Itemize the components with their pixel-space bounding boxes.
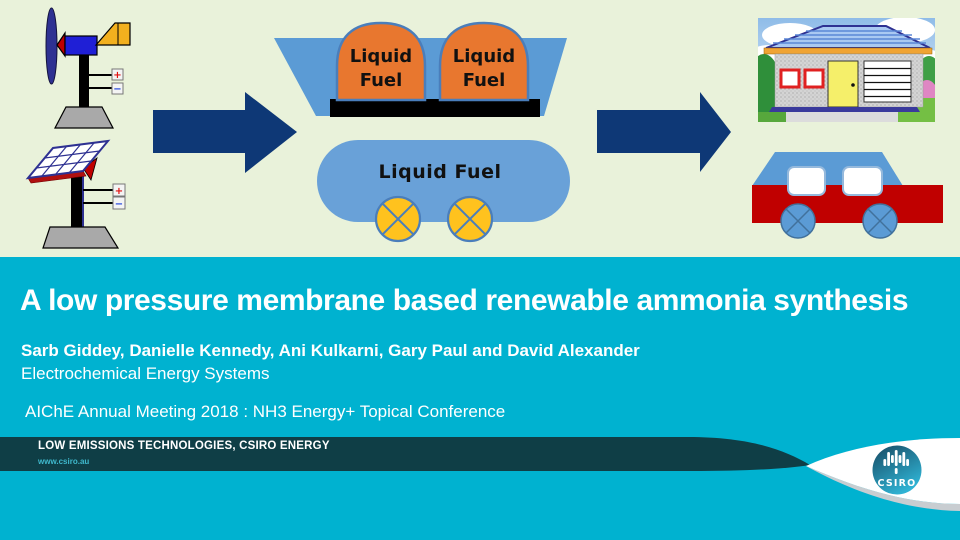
wheel-icon bbox=[780, 203, 816, 239]
tank-label-line2: Fuel bbox=[360, 70, 403, 91]
page-title: A low pressure membrane based renewable … bbox=[20, 284, 909, 317]
csiro-logo: CSIRO bbox=[872, 445, 922, 495]
tank-label-line1: Liquid bbox=[453, 46, 515, 67]
wind-turbine-icon: + − bbox=[45, 7, 131, 129]
title-band bbox=[0, 257, 960, 540]
arrow-right-icon bbox=[153, 92, 297, 173]
plus-terminal-icon: + bbox=[115, 186, 123, 197]
tanker-label: Liquid Fuel bbox=[379, 161, 502, 183]
authors-line: Sarb Giddey, Danielle Kennedy, Ani Kulka… bbox=[21, 341, 640, 360]
banner-title: LOW EMISSIONS TECHNOLOGIES, CSIRO ENERGY bbox=[38, 440, 330, 452]
energy-flow-diagram: + − + − bbox=[25, 7, 943, 249]
wheel-icon bbox=[862, 203, 898, 239]
cargo-ship-icon: Liquid Fuel Liquid Fuel bbox=[274, 21, 567, 117]
fuel-tanker-icon: Liquid Fuel bbox=[317, 140, 570, 243]
csiro-logo-text: CSIRO bbox=[878, 478, 917, 489]
wheel-icon bbox=[446, 195, 494, 243]
fuel-tank-icon bbox=[335, 21, 427, 102]
car-window-icon bbox=[787, 166, 826, 196]
solar-panel-icon: + − bbox=[25, 139, 126, 249]
house-icon bbox=[758, 18, 935, 122]
tank-label-line1: Liquid bbox=[350, 46, 412, 67]
wheel-icon bbox=[374, 195, 422, 243]
window-icon bbox=[803, 68, 825, 89]
car-window-icon bbox=[842, 166, 883, 196]
minus-terminal-icon: − bbox=[115, 199, 123, 210]
arrow-right-icon bbox=[597, 92, 731, 172]
banner-strip bbox=[0, 437, 810, 471]
website-link: www.csiro.au bbox=[38, 457, 90, 466]
fuel-tank-icon bbox=[438, 21, 530, 102]
plus-terminal-icon: + bbox=[113, 70, 121, 81]
department-line: Electrochemical Energy Systems bbox=[21, 364, 270, 383]
window-icon bbox=[779, 68, 801, 89]
tank-label-line2: Fuel bbox=[463, 70, 506, 91]
garage-door-icon bbox=[863, 60, 912, 103]
car-icon bbox=[752, 152, 943, 239]
conference-line: AIChE Annual Meeting 2018 : NH3 Energy+ … bbox=[25, 402, 506, 421]
footer-banner: CSIRO bbox=[0, 437, 960, 511]
minus-terminal-icon: − bbox=[113, 84, 121, 95]
